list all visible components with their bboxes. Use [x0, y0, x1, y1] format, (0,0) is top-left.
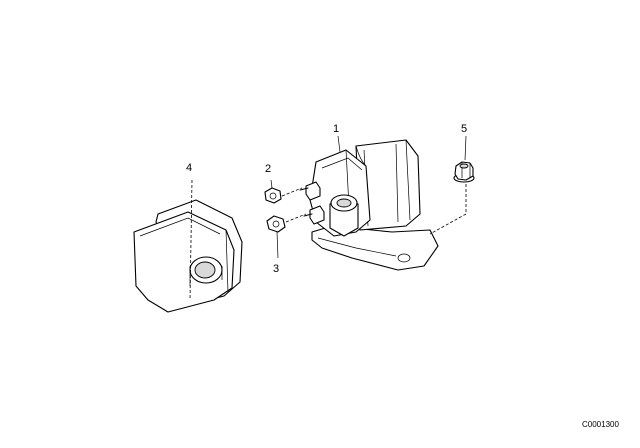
- part-3-nut[interactable]: [266, 213, 307, 259]
- part-2-nut[interactable]: [264, 179, 303, 204]
- callout-5: 5: [461, 123, 467, 135]
- callout-3: 3: [273, 263, 279, 275]
- part-1-ignition-coil[interactable]: [299, 135, 439, 271]
- callout-1: 1: [333, 123, 339, 135]
- callout-2: 2: [265, 163, 271, 175]
- callout-4: 4: [186, 162, 192, 174]
- part-5-flange-nut[interactable]: [429, 135, 475, 235]
- part-4-cover[interactable]: [133, 179, 243, 313]
- drawing-code: C0001300: [582, 420, 619, 429]
